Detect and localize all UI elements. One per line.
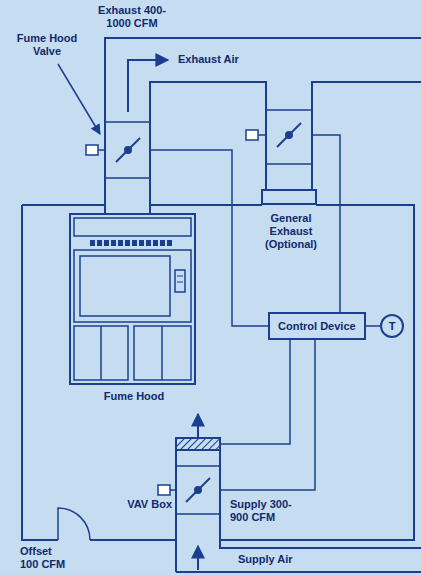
- hood-slot: [160, 240, 165, 246]
- callout-label: Offset 100 CFM: [18, 545, 70, 571]
- cabinet-door-split: [161, 326, 163, 380]
- leader-arrow: [58, 64, 100, 134]
- hood-window: [80, 256, 170, 316]
- damper-blade: [116, 138, 140, 162]
- hood-slot: [97, 240, 102, 246]
- exhaust-duct: [105, 38, 421, 214]
- airflow-arrow: [197, 546, 199, 570]
- damper-blade: [277, 123, 301, 147]
- exhaust-duct: [150, 82, 266, 214]
- damper-pivot: [125, 147, 131, 153]
- hood-slot: [167, 240, 172, 246]
- supply-duct: [176, 571, 421, 573]
- actuator-symbol: [158, 485, 170, 495]
- control-wire: [366, 325, 380, 327]
- thermostat-outline: [381, 315, 403, 337]
- hood-cabinet: [74, 326, 128, 380]
- actuator-link: [258, 134, 266, 136]
- hood-slot: [118, 240, 123, 246]
- callout-label: Exhaust Air: [176, 53, 241, 66]
- damper-pivot: [286, 132, 292, 138]
- callout-label: Exhaust 400-1000 CFM: [86, 4, 178, 30]
- duct-flange: [176, 466, 220, 514]
- hood-slot: [90, 240, 95, 246]
- drawing: [22, 38, 421, 572]
- damper-pivot: [195, 487, 201, 493]
- fume-hood-outline: [70, 214, 195, 384]
- exhaust-duct: [312, 82, 421, 190]
- hood-slot: [104, 240, 109, 246]
- airflow-arrow: [197, 414, 199, 438]
- hood-control-panel: [175, 270, 185, 292]
- damper-blade: [186, 478, 210, 502]
- control-box: Control Device: [268, 312, 366, 340]
- callout-label: Supply Air: [236, 553, 295, 566]
- airflow-arrow: [128, 60, 168, 112]
- hood-control-mark: [177, 276, 183, 282]
- hood-slot: [153, 240, 158, 246]
- control-wire: [220, 340, 290, 444]
- callout-label: Fume Hood: [92, 390, 176, 403]
- hood-slot: [111, 240, 116, 246]
- actuator-symbol: [86, 145, 98, 155]
- callout-label: Supply 300-900 CFM: [228, 498, 304, 524]
- callout-label: General Exhaust (Optional): [256, 212, 326, 251]
- hood-cabinet: [134, 326, 191, 380]
- callout-label: VAV Box: [96, 498, 174, 511]
- hood-slot: [139, 240, 144, 246]
- control-wire: [220, 340, 315, 490]
- door-symbol: [58, 508, 90, 540]
- supply-duct: [220, 438, 421, 548]
- cabinet-door-split: [100, 326, 102, 380]
- hood-slot: [132, 240, 137, 246]
- hood-slot: [125, 240, 130, 246]
- hood-top-panel: [74, 218, 191, 236]
- callout-label: Fume Hood Valve: [12, 32, 82, 58]
- hood-slots: [90, 240, 172, 246]
- duct-flange: [105, 122, 150, 178]
- supply-duct: [175, 438, 177, 572]
- control-wire: [150, 150, 268, 326]
- exhaust-grille: [262, 190, 316, 204]
- actuator-symbol: [246, 130, 258, 140]
- duct-flange: [266, 110, 312, 164]
- actuator-link: [170, 489, 176, 491]
- actuator-link: [98, 149, 105, 151]
- thermostat-circle: T: [380, 314, 404, 338]
- room-outline: [22, 205, 414, 540]
- supply-register: [176, 438, 220, 450]
- node-text: T: [380, 314, 404, 332]
- hood-slot: [146, 240, 151, 246]
- node-text: Control Device: [278, 320, 356, 332]
- hood-sash: [74, 250, 191, 322]
